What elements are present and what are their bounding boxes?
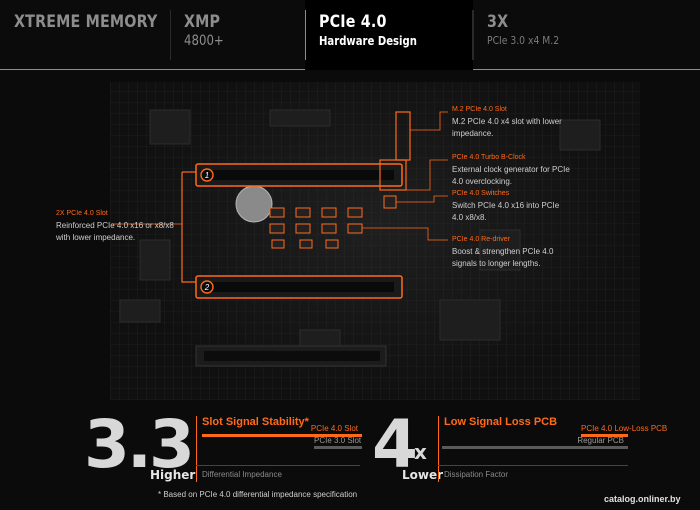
- tab-subtitle: Hardware Design: [319, 34, 417, 48]
- clock-chip: [383, 195, 397, 209]
- callout-pcie-switches: PCIe 4.0 Switches Switch PCIe 4.0 x16 in…: [452, 188, 572, 224]
- motherboard-diagram: 1 2: [112, 109, 601, 367]
- bar-pcie4-slot: [202, 434, 362, 437]
- stat-number-right: 4: [372, 406, 418, 483]
- callout-text: Switch PCIe 4.0 x16 into PCIe 4.0 x8/x8.: [452, 201, 560, 222]
- bar-regular-pcb: [442, 446, 628, 449]
- feature-tab-bar: XTREME MEMORY XMP 4800+ PCIe 4.0 Hardwar…: [0, 0, 700, 70]
- pcie-slot-1: [195, 159, 407, 191]
- tab-xmp[interactable]: XMP 4800+: [170, 0, 305, 70]
- bar-low-loss-pcb: [581, 434, 628, 437]
- callout-text: Boost & strengthen PCIe 4.0 signals to l…: [452, 247, 554, 268]
- stat-caption-right: Dissipation Factor: [444, 470, 509, 479]
- stat-heading-left: Slot Signal Stability*: [202, 416, 309, 428]
- callout-title: 2X PCIe 4.0 Slot: [56, 210, 108, 217]
- footnote: * Based on PCIe 4.0 differential impedan…: [158, 490, 358, 499]
- callout-title: PCIe 4.0 Switches: [452, 190, 510, 197]
- stat-divider-left: [196, 416, 197, 482]
- bar-pcie3-slot: [314, 446, 362, 449]
- pcie-slot-2: [195, 275, 403, 299]
- tab-subtitle: PCIe 3.0 x4 M.2: [487, 34, 560, 47]
- m2-slot: [395, 111, 411, 161]
- tab-subtitle: 4800+: [184, 33, 224, 49]
- stat-baseline-right: [438, 465, 628, 466]
- stat-divider-right: [438, 416, 439, 482]
- stat-caption-left: Differential Impedance: [202, 470, 282, 479]
- callout-title: PCIe 4.0 Re-driver: [452, 236, 510, 243]
- callout-m2-slot: M.2 PCIe 4.0 Slot M.2 PCIe 4.0 x4 slot w…: [452, 104, 572, 140]
- stat-number-left: 3.3: [84, 406, 195, 483]
- callout-title: PCIe 4.0 Turbo B-Clock: [452, 154, 526, 161]
- tab-pcie-4[interactable]: PCIe 4.0 Hardware Design: [305, 0, 473, 70]
- tab-title: 3X: [487, 12, 509, 32]
- cmos-battery: [235, 185, 273, 223]
- stat-baseline-left: [196, 465, 360, 466]
- marker-1-label: 1: [205, 171, 209, 180]
- callout-text: M.2 PCIe 4.0 x4 slot with lower impedanc…: [452, 117, 562, 138]
- callout-text: External clock generator for PCIe 4.0 ov…: [452, 165, 570, 186]
- watermark: catalog.onliner.by: [604, 494, 681, 504]
- stat-suffix-right: x: [414, 440, 427, 464]
- bar-label-pcie4-slot: PCIe 4.0 Slot: [310, 424, 358, 433]
- tab-3x-m2[interactable]: 3X PCIe 3.0 x4 M.2: [473, 0, 700, 70]
- tab-title: XMP: [184, 12, 221, 32]
- callout-title: M.2 PCIe 4.0 Slot: [452, 106, 507, 113]
- stat-word-right: Lower: [402, 468, 444, 482]
- marker-1: 1: [200, 168, 214, 182]
- pcie-slot-3: [195, 345, 387, 367]
- marker-2-label: 2: [204, 283, 210, 292]
- callout-text: Reinforced PCIe 4.0 x16 or x8/x8 with lo…: [56, 221, 174, 242]
- tab-xtreme-memory[interactable]: XTREME MEMORY: [0, 0, 170, 70]
- tab-title: XTREME MEMORY: [14, 12, 158, 32]
- callout-turbo-bclock: PCIe 4.0 Turbo B-Clock External clock ge…: [452, 152, 572, 188]
- bar-label-pcie3-slot: PCIe 3.0 Slot: [314, 436, 362, 445]
- bar-label-low-loss-pcb: PCIe 4.0 Low-Loss PCB: [581, 424, 668, 433]
- marker-2: 2: [200, 280, 214, 294]
- stat-word-left: Higher: [150, 468, 196, 482]
- callout-2x-pcie-slot: 2X PCIe 4.0 Slot Reinforced PCIe 4.0 x16…: [56, 208, 180, 244]
- stat-suffix-left: x: [174, 440, 187, 464]
- bar-label-regular-pcb: Regular PCB: [577, 436, 624, 445]
- tab-title: PCIe 4.0: [319, 12, 387, 32]
- stat-heading-right: Low Signal Loss PCB: [444, 416, 558, 428]
- callout-redriver: PCIe 4.0 Re-driver Boost & strengthen PC…: [452, 234, 572, 270]
- pcie-switch-chips: [269, 207, 363, 249]
